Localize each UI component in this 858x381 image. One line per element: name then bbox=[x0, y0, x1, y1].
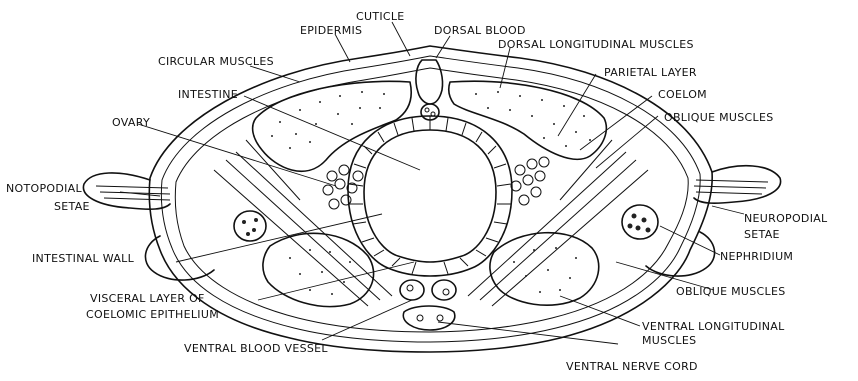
label-ventral-nerve-cord: VENTRAL NERVE CORD bbox=[566, 360, 698, 373]
label-oblique-muscles-bottom: OBLIQUE MUSCLES bbox=[676, 285, 786, 298]
intestine bbox=[348, 116, 512, 276]
ventral-nerve-cord bbox=[403, 306, 454, 330]
label-cuticle: CUTICLE bbox=[356, 10, 405, 23]
ventral-blood-vessel bbox=[400, 280, 456, 300]
label-visceral-layer-line2: COELOMIC EPITHELIUM bbox=[86, 308, 219, 321]
label-neuropodial-setae-line1: NEUROPODIAL bbox=[744, 212, 828, 225]
label-circular-muscles: CIRCULAR MUSCLES bbox=[158, 55, 274, 68]
label-ventral-longitudinal-line1: VENTRAL LONGITUDINAL bbox=[642, 320, 785, 333]
nephridium-shape bbox=[622, 205, 658, 239]
intestinal-wall-striations bbox=[349, 116, 511, 274]
dorsal-longitudinal-muscles bbox=[253, 81, 607, 171]
epidermis-outline bbox=[161, 56, 700, 342]
label-coelom: COELOM bbox=[658, 88, 707, 101]
label-dorsal-longitudinal-muscles: DORSAL LONGITUDINAL MUSCLES bbox=[498, 38, 694, 51]
label-epidermis: EPIDERMIS bbox=[300, 24, 362, 37]
label-dorsal-blood: DORSAL BLOOD bbox=[434, 24, 526, 37]
ventral-longitudinal-muscles bbox=[263, 233, 599, 307]
label-intestinal-wall: INTESTINAL WALL bbox=[32, 252, 135, 265]
intestinal-wall-outer bbox=[348, 116, 512, 276]
intestinal-lumen bbox=[364, 130, 496, 262]
label-intestine: INTESTINE bbox=[178, 88, 238, 101]
label-neuropodial-setae-line2: SETAE bbox=[744, 228, 780, 241]
label-oblique-muscles-top: OBLIQUE MUSCLES bbox=[664, 111, 774, 124]
label-ovary: OVARY bbox=[112, 116, 150, 129]
label-ventral-longitudinal-line2: MUSCLES bbox=[642, 334, 696, 347]
label-visceral-layer-line1: VISCERAL LAYER OF bbox=[90, 292, 205, 305]
label-notopodial-setae-line1: NOTOPODIAL bbox=[6, 182, 82, 195]
label-notopodial-setae-line2: SETAE bbox=[54, 200, 90, 213]
label-ventral-blood-vessel: VENTRAL BLOOD VESSEL bbox=[184, 342, 328, 355]
label-nephridium: NEPHRIDIUM bbox=[720, 250, 793, 263]
label-parietal-layer: PARIETAL LAYER bbox=[604, 66, 697, 79]
